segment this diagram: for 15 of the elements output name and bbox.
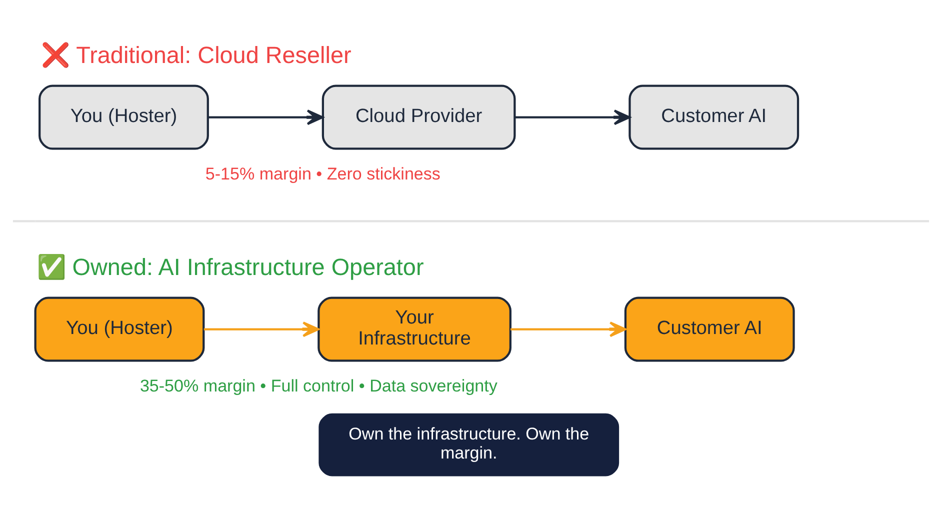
node-box: You (Hoster) [34,296,205,362]
node-box: Own the infrastructure. Own the margin. [318,412,620,476]
node-box: Customer AI [624,296,795,362]
arrow [510,321,626,337]
label: 35-50% margin • Full control • Data sovereignty [140,376,498,395]
arrow [514,109,631,125]
label: ❌ Traditional: Cloud Reseller [41,42,352,68]
arrow [204,321,320,337]
node-box: Your Infrastructure [318,296,512,362]
label: ✅ Owned: AI Infrastructure Operator [36,254,424,280]
node-box: Customer AI [628,84,800,150]
label: 5-15% margin • Zero stickiness [205,164,440,183]
node-box: Cloud Provider [322,84,516,150]
arrow [208,109,324,125]
node-box: You (Hoster) [38,84,209,150]
